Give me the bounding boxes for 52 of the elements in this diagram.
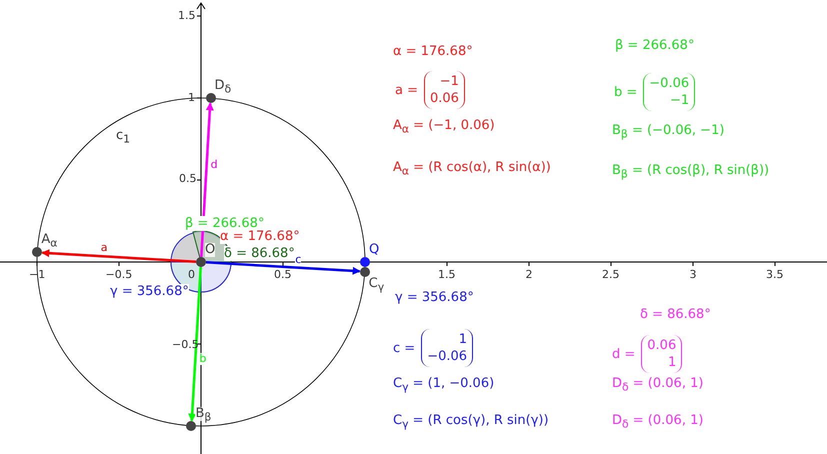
formula: D$_{δ}$ = (0.06, 1): [612, 376, 704, 395]
vector-entry: −1: [440, 73, 459, 90]
vector-entry: 1: [668, 354, 676, 371]
edge-label: a: [100, 242, 108, 254]
point: A$_{α}$: [32, 233, 58, 258]
point: C$_{γ}$: [360, 266, 384, 290]
tick-label: 0: [188, 267, 195, 282]
angle-label: α = 176.68°: [220, 229, 300, 244]
point: O: [196, 243, 216, 267]
formula: a =: [395, 82, 418, 98]
tick-label: 1.5: [178, 8, 196, 23]
edge-label: c: [295, 254, 302, 266]
formula: A$_{α}$ = (R cos(α), R sin(α)): [393, 160, 551, 179]
tick-label: 3.5: [766, 267, 784, 282]
vector-entry: 0.06: [647, 337, 676, 354]
tick-label: −0.5: [106, 267, 132, 282]
formula: B$_{β}$ = (R cos(β), R sin(β)): [612, 163, 770, 182]
angle-label: γ = 356.68°: [110, 284, 189, 299]
tick-label: 2.5: [602, 267, 620, 282]
tick-label: 3: [690, 267, 696, 282]
tick-label: 1.5: [438, 267, 456, 282]
tick-label: 0.5: [274, 267, 292, 282]
vector-entry: −0.06: [427, 348, 468, 365]
formula: C$_{γ}$ = (R cos(γ), R sin(γ)): [393, 413, 549, 432]
formula: γ = 356.68°: [395, 290, 474, 305]
angle-label: δ = 86.68°: [224, 246, 295, 261]
edge-label: b: [199, 353, 206, 366]
formula: B$_{β}$ = (−0.06, −1): [612, 123, 724, 142]
vector-entry: −0.06: [649, 75, 690, 92]
vector-arrow: [206, 261, 361, 275]
vector-arrow: [200, 102, 214, 258]
formula: c =: [393, 340, 416, 356]
formula: d =: [612, 346, 636, 362]
vector-entry: −1: [670, 92, 690, 109]
point: Q: [360, 243, 380, 267]
point: D$_{δ}$: [206, 79, 232, 104]
angle-label: β = 266.68°: [185, 216, 264, 231]
formula: α = 176.68°: [393, 44, 473, 59]
formula: C$_{γ}$ = (1, −0.06): [393, 376, 494, 395]
vector-arrow: [188, 266, 202, 422]
point: B$_{β}$: [186, 406, 212, 431]
tick-label: 0.5: [179, 171, 196, 186]
vector-entry: 0.06: [430, 90, 459, 107]
formula: b =: [614, 84, 638, 100]
formula: δ = 86.68°: [640, 307, 711, 322]
edge-label: d: [210, 158, 218, 171]
formula: β = 266.68°: [615, 38, 694, 53]
vector-entry: 1: [458, 331, 468, 348]
vector-arrow: [41, 249, 196, 263]
tick-label: 2: [526, 267, 532, 282]
formula: A$_{α}$ = (−1, 0.06): [393, 118, 495, 137]
formula: D$_{δ}$ = (0.06, 1): [612, 413, 704, 432]
